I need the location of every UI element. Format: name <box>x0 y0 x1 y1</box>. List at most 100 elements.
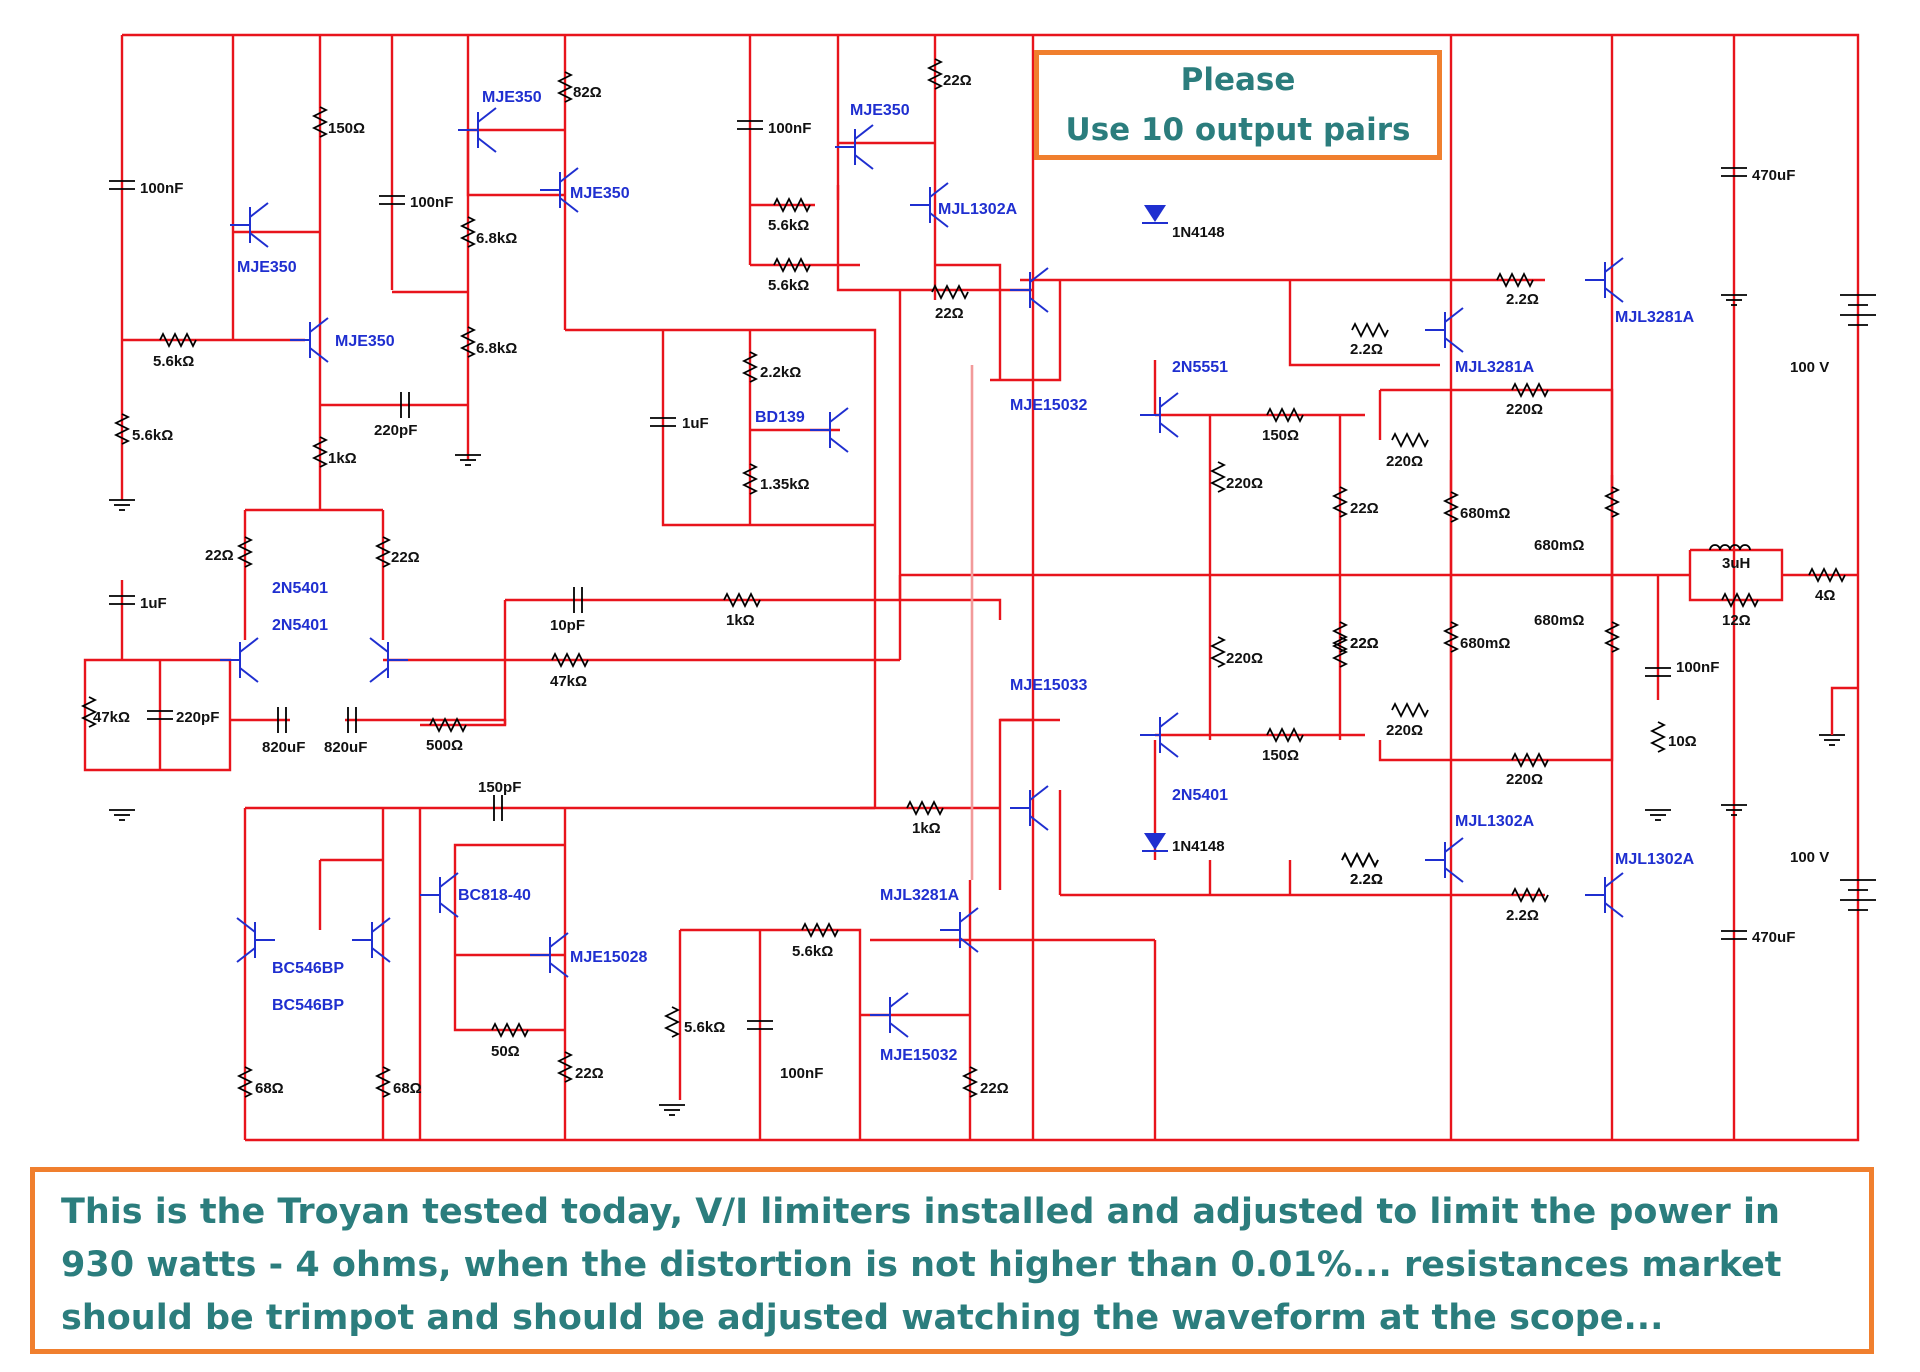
resistor-r47 <box>236 1066 254 1098</box>
resistor-r15 <box>1351 321 1389 339</box>
resistor-r29 <box>551 651 589 669</box>
label-c11: 820uF <box>324 739 367 756</box>
resistor-r36 <box>1331 636 1349 668</box>
resistor-r14 <box>1496 271 1534 289</box>
resistor-r7 <box>159 331 197 349</box>
label-r42: 50Ω <box>491 1043 520 1060</box>
label-r22: 680mΩ <box>1534 537 1584 554</box>
capacitor-c11 <box>347 707 357 733</box>
resistor-r28 <box>80 696 98 728</box>
label-r13: 1.35kΩ <box>760 476 810 493</box>
label-c6: 470uF <box>1752 167 1795 184</box>
label-r20: 22Ω <box>1350 500 1379 517</box>
label-r11: 22Ω <box>935 305 964 322</box>
resistor-r49 <box>906 799 944 817</box>
transistor-q16 <box>1425 837 1464 883</box>
label-c1: 100nF <box>140 180 183 197</box>
transistor-q17 <box>1585 872 1624 918</box>
label-r47: 68Ω <box>255 1080 284 1097</box>
resistor-r6 <box>113 413 131 445</box>
label-c4: 220pF <box>374 422 417 439</box>
label-r17: 220Ω <box>1386 453 1423 470</box>
resistor-r12 <box>741 351 759 383</box>
label-q22: BC546BP <box>272 960 344 977</box>
capacitor-symbols <box>109 120 1747 1030</box>
label-q16: MJL1302A <box>1455 813 1535 830</box>
capacitor-c15 <box>1721 930 1747 940</box>
transistor-q8 <box>1010 267 1049 313</box>
capacitor-c10 <box>277 707 287 733</box>
label-q15: 2N5401 <box>1172 787 1228 804</box>
label-q3: MJE350 <box>482 89 542 106</box>
transistor-q22 <box>236 917 275 963</box>
resistor-r23 <box>1442 621 1460 653</box>
resistor-r44 <box>663 1006 681 1038</box>
label-c3: 100nF <box>768 120 811 137</box>
label-r15: 2.2Ω <box>1350 341 1383 358</box>
label-q4: MJE350 <box>570 185 630 202</box>
resistor-r32 <box>1331 621 1349 653</box>
label-q8: MJE15032 <box>1010 397 1087 414</box>
transistor-q10 <box>1425 307 1464 353</box>
resistor-r45 <box>801 921 839 939</box>
label-r27: 1kΩ <box>726 612 755 629</box>
label-r32: 22Ω <box>1350 635 1379 652</box>
label-r46: 22Ω <box>980 1080 1009 1097</box>
resistor-r30 <box>429 716 467 734</box>
ground-symbol <box>1644 809 1672 821</box>
label-r31: 220Ω <box>1226 650 1263 667</box>
resistor-r46 <box>961 1066 979 1098</box>
label-r12: 2.2kΩ <box>760 364 801 381</box>
resistor-r41 <box>1649 721 1667 753</box>
label-r10: 5.6kΩ <box>768 277 809 294</box>
resistor-r8 <box>311 436 329 468</box>
capacitor-c12 <box>1645 667 1671 677</box>
label-r26: 22Ω <box>391 549 420 566</box>
label-r16: 220Ω <box>1506 401 1543 418</box>
resistor-r33 <box>1266 726 1304 744</box>
label-r40: 4Ω <box>1815 587 1835 604</box>
resistor-r31 <box>1209 636 1227 668</box>
label-d1: 1N4148 <box>1172 224 1225 241</box>
label-q20: MJL3281A <box>880 887 960 904</box>
transistor-q2 <box>290 317 329 363</box>
label-r43: 22Ω <box>575 1065 604 1082</box>
label-q13: 2N5401 <box>272 617 328 634</box>
resistor-r43 <box>556 1051 574 1083</box>
label-r1: 150Ω <box>328 120 365 137</box>
capacitor-c13 <box>493 795 503 821</box>
label-q2: MJE350 <box>335 333 395 350</box>
resistor-r25 <box>236 536 254 568</box>
transistor-q4 <box>540 167 579 213</box>
transistor-q11 <box>1585 257 1624 303</box>
transistor-q5 <box>835 124 874 170</box>
label-r37: 2.2Ω <box>1350 871 1383 888</box>
capacitor-c7 <box>109 595 135 605</box>
resistor-r34 <box>1391 701 1429 719</box>
inductor-l1 <box>1709 544 1751 551</box>
resistor-r27 <box>723 591 761 609</box>
transistor-q6 <box>910 182 949 228</box>
label-c10: 820uF <box>262 739 305 756</box>
label-r35: 220Ω <box>1506 771 1543 788</box>
transistor-q12 <box>220 637 259 683</box>
wiring <box>83 33 1860 1142</box>
label-r2: 82Ω <box>573 84 602 101</box>
transistor-q14 <box>1010 785 1049 831</box>
transistor-q19 <box>530 932 569 978</box>
label-r3: 22Ω <box>943 72 972 89</box>
label-r29: 47kΩ <box>550 673 587 690</box>
transistor-q15 <box>1140 712 1179 758</box>
label-q21: MJE15032 <box>880 1047 957 1064</box>
label-r18: 150Ω <box>1262 427 1299 444</box>
label-c9: 10pF <box>550 617 585 634</box>
resistor-r11 <box>931 283 969 301</box>
label-r21: 680mΩ <box>1460 505 1510 522</box>
resistor-r21 <box>1442 491 1460 523</box>
transistor-q3 <box>458 107 497 153</box>
resistor-r35 <box>1511 751 1549 769</box>
label-c5: 1uF <box>682 415 709 432</box>
transistor-q18 <box>420 872 459 918</box>
resistor-r42 <box>491 1021 529 1039</box>
